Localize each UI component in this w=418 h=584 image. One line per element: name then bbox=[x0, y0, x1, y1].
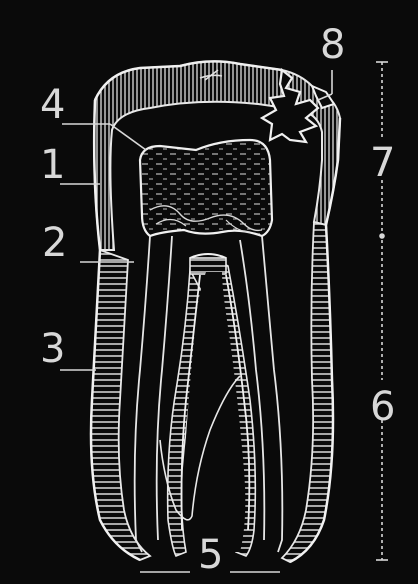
label-2: 2 bbox=[42, 220, 67, 266]
label-7: 7 bbox=[370, 140, 395, 186]
label-3: 3 bbox=[40, 326, 65, 372]
cementum-layer bbox=[91, 250, 150, 560]
label-6: 6 bbox=[370, 384, 395, 430]
label-1: 1 bbox=[40, 142, 65, 188]
label-4: 4 bbox=[40, 82, 65, 128]
root-canal-left bbox=[135, 236, 172, 552]
label-5: 5 bbox=[198, 532, 223, 578]
label-8: 8 bbox=[320, 22, 345, 68]
